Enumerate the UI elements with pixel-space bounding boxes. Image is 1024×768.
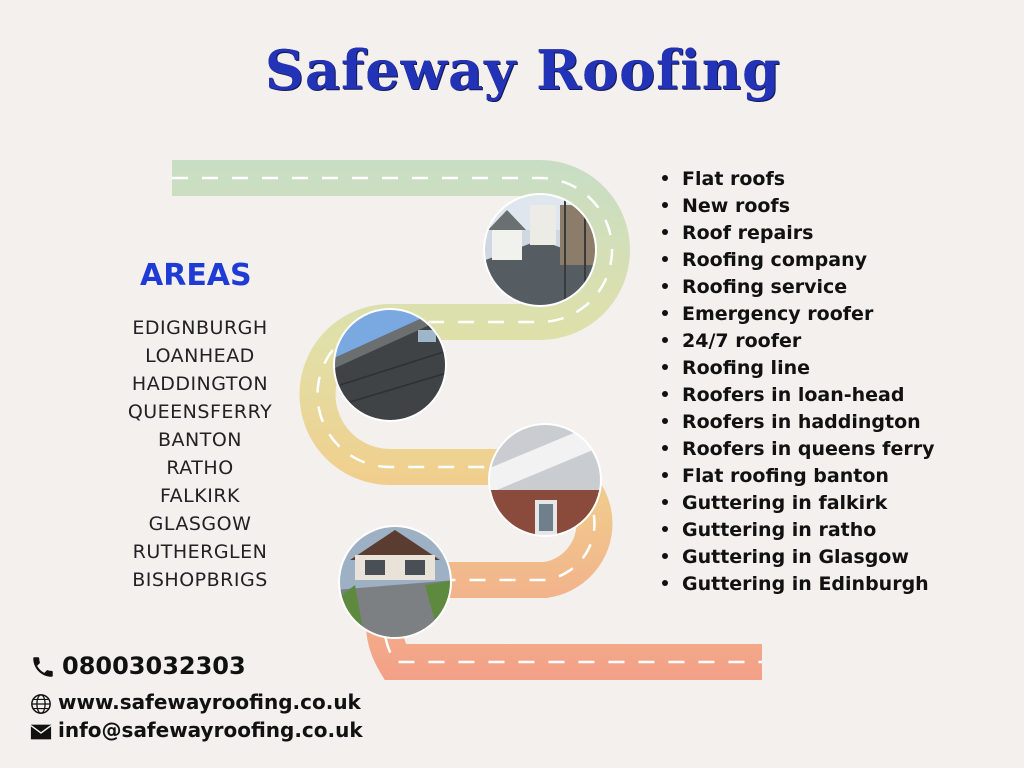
area-item: BISHOPBRIGS	[132, 569, 268, 591]
photo-frame-1	[483, 193, 597, 307]
envelope-icon	[30, 724, 52, 739]
bullet-icon	[662, 255, 668, 262]
service-label: Roofers in queens ferry	[682, 438, 935, 460]
service-label: Flat roofing banton	[682, 465, 889, 487]
globe-icon	[31, 693, 51, 714]
bullet-icon	[662, 525, 668, 532]
service-label: Guttering in ratho	[682, 519, 877, 541]
area-item: EDIGNBURGH	[132, 317, 268, 339]
bullet-icon	[662, 498, 668, 505]
bullet-icon	[662, 228, 668, 235]
area-item: GLASGOW	[148, 513, 252, 535]
bullet-icon	[662, 336, 668, 343]
bullet-icon	[662, 417, 668, 424]
areas-heading: AREAS	[140, 258, 252, 293]
service-item: Guttering in falkirk	[662, 490, 934, 517]
service-label: Emergency roofer	[682, 303, 874, 325]
bullet-icon	[662, 552, 668, 559]
contact-website[interactable]: www.safewayroofing.co.uk	[30, 690, 361, 715]
service-label: Roofing service	[682, 276, 848, 298]
photo-frame-4	[338, 525, 452, 639]
contact-email[interactable]: info@safewayroofing.co.uk	[30, 718, 363, 742]
roof-photo-2	[334, 309, 446, 421]
phone-number: 08003032303	[62, 652, 246, 680]
service-item: Guttering in Glasgow	[662, 544, 934, 571]
service-item: Roofing line	[662, 355, 934, 382]
service-label: Flat roofs	[682, 168, 786, 190]
service-label: 24/7 roofer	[682, 330, 802, 352]
services-list: Flat roofs New roofs Roof repairs Roofin…	[662, 166, 934, 598]
roof-photo-4	[339, 526, 451, 638]
bullet-icon	[662, 282, 668, 289]
service-item: Roofers in queens ferry	[662, 436, 934, 463]
service-label: Guttering in falkirk	[682, 492, 888, 514]
area-item: RATHO	[166, 457, 234, 479]
bullet-icon	[662, 390, 668, 397]
service-label: Roof repairs	[682, 222, 814, 244]
area-item: LOANHEAD	[145, 345, 255, 367]
email-address: info@safewayroofing.co.uk	[58, 718, 363, 742]
photo-frame-3	[488, 423, 602, 537]
page-title: Safeway Roofing	[265, 38, 781, 102]
service-item: Emergency roofer	[662, 301, 934, 328]
service-item: Flat roofs	[662, 166, 934, 193]
service-item: 24/7 roofer	[662, 328, 934, 355]
bullet-icon	[662, 309, 668, 316]
bullet-icon	[662, 201, 668, 208]
area-item: BANTON	[157, 429, 243, 451]
contact-phone[interactable]: 08003032303	[30, 652, 246, 680]
service-label: Guttering in Glasgow	[682, 546, 909, 568]
service-label: Roofers in haddington	[682, 411, 921, 433]
photo-frame-2	[333, 308, 447, 422]
road-center-line	[172, 176, 762, 664]
service-label: Roofers in loan-head	[682, 384, 905, 406]
areas-list: EDIGNBURGH LOANHEAD HADDINGTON QUEENSFER…	[110, 314, 290, 594]
area-item: HADDINGTON	[131, 373, 269, 395]
area-item: RUTHERGLEN	[132, 541, 268, 563]
area-item: FALKIRK	[160, 485, 240, 507]
service-item: Flat roofing banton	[662, 463, 934, 490]
service-label: Guttering in Edinburgh	[682, 573, 929, 595]
bullet-icon	[662, 174, 668, 181]
service-item: New roofs	[662, 193, 934, 220]
bullet-icon	[662, 444, 668, 451]
bullet-icon	[662, 579, 668, 586]
website-link: www.safewayroofing.co.uk	[58, 690, 361, 714]
bullet-icon	[662, 363, 668, 370]
service-label: New roofs	[682, 195, 791, 217]
phone-icon	[33, 657, 53, 677]
service-item: Roofers in loan-head	[662, 382, 934, 409]
service-item: Roofing service	[662, 274, 934, 301]
service-item: Roof repairs	[662, 220, 934, 247]
roof-photo-1	[484, 194, 596, 306]
area-item: QUEENSFERRY	[127, 401, 273, 423]
bullet-icon	[662, 471, 668, 478]
service-label: Roofing line	[682, 357, 810, 379]
service-item: Roofing company	[662, 247, 934, 274]
service-item: Guttering in ratho	[662, 517, 934, 544]
service-item: Roofers in haddington	[662, 409, 934, 436]
service-item: Guttering in Edinburgh	[662, 571, 934, 598]
service-label: Roofing company	[682, 249, 868, 271]
